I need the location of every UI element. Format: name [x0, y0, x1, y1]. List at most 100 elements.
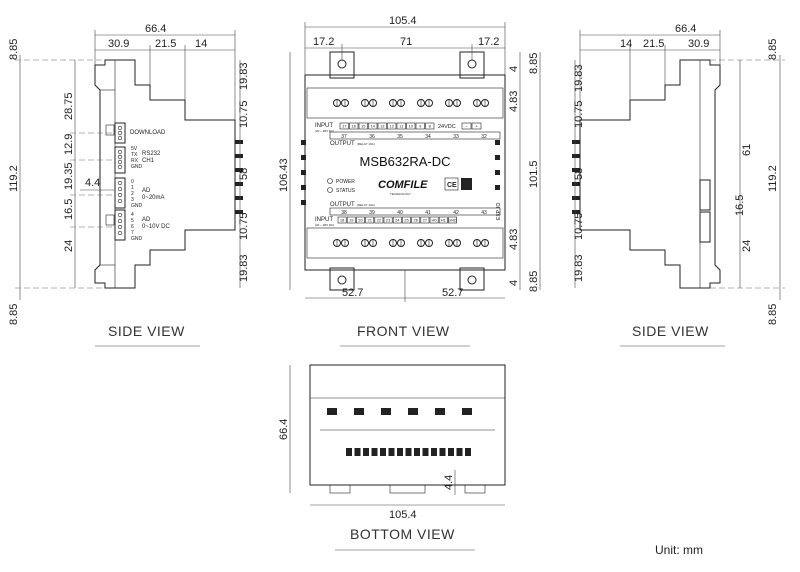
rs232-connector: [114, 146, 126, 174]
pin-label: 15: [361, 124, 366, 129]
relay-block: [435, 408, 445, 415]
dim-top-margin: 8.85: [767, 39, 779, 60]
terminal-block: [397, 448, 403, 456]
dim-h4: 16.5: [63, 199, 75, 220]
power-label: POWER: [336, 179, 355, 185]
dim-lower: 4.83: [508, 229, 520, 250]
relay-block: [354, 408, 364, 415]
dim-l5: 19.83: [573, 254, 585, 282]
bottom-body: [309, 364, 506, 486]
pin-label: 19: [349, 218, 354, 223]
dim-l1: 19.83: [573, 64, 585, 92]
terminal-block: [431, 448, 437, 456]
input-bottom-sub: (20 ~ 28V DC): [315, 223, 334, 227]
download-port: [114, 122, 126, 144]
pin-label: 4: [131, 212, 134, 218]
dim-bottom-margin: 8.85: [8, 304, 20, 325]
supply-label: 24VDC: [438, 124, 456, 130]
dim-l4: 10.75: [573, 212, 585, 240]
dim-r3: 58: [238, 168, 250, 180]
output-number: 40: [397, 210, 403, 216]
terminal-block: [422, 448, 429, 456]
dim-l2: 10.75: [573, 100, 585, 128]
dim-h3: 19.35: [63, 162, 75, 190]
pin-label: GND: [131, 203, 143, 209]
relay-block: [462, 408, 472, 415]
screw-terminals-top: [333, 99, 489, 107]
dim-width: 66.4: [675, 23, 696, 35]
dim-top-margin: 8.85: [8, 39, 20, 60]
bottom-view: 66.4 105.4 4.4 BOTTOM VIEW: [278, 364, 506, 551]
status-led: [327, 187, 333, 193]
right-side-outline: [579, 59, 721, 289]
dim-height: 119.2: [8, 165, 20, 192]
pin-label: 8: [429, 124, 432, 129]
pin-label: 25: [404, 218, 409, 223]
terminal-block: [439, 448, 446, 456]
relay-block: [327, 408, 337, 415]
screw-terminals-bottom: [333, 239, 489, 247]
dim-height: 66.4: [278, 419, 290, 440]
pin-label: 9: [419, 124, 422, 129]
pin-label: 5: [131, 218, 134, 224]
output-number: 43: [481, 210, 487, 216]
output-number: 36: [369, 134, 375, 140]
dim-width: 105.4: [389, 15, 417, 27]
output-number: 38: [341, 210, 347, 216]
ad1-label: AD: [142, 188, 151, 194]
pin-box: [339, 122, 349, 130]
output-bottom-label: OUTPUT: [330, 202, 355, 208]
pin-label: 27: [423, 218, 428, 223]
dim-r5: 19.83: [238, 254, 250, 282]
relay-row: [327, 408, 472, 415]
dim-h2: 12.9: [63, 134, 75, 155]
dim-height: 119.2: [767, 165, 779, 192]
view-title-front: FRONT VIEW: [357, 323, 450, 339]
output-number: 41: [425, 210, 431, 216]
pin-label: 18: [340, 218, 345, 223]
dim-16-5: 16.5: [734, 195, 746, 216]
pin-label: 21: [367, 218, 372, 223]
pin-box: [392, 216, 402, 224]
dim-bottom-margin: 8.85: [767, 304, 779, 325]
dim-right: 17.2: [478, 36, 499, 48]
dim-l3: 58: [573, 168, 585, 180]
output-number: 33: [453, 134, 459, 140]
pin-box: [383, 216, 393, 224]
pin-label: H0: [432, 218, 438, 223]
output-number: 34: [425, 134, 431, 140]
terminal-block: [405, 448, 412, 456]
unit-label: Unit: mm: [655, 543, 703, 557]
pin-label: 2: [131, 191, 134, 197]
terminal-block: [388, 448, 395, 456]
input-top-label: INPUT: [315, 123, 333, 129]
dim-24: 24: [741, 240, 753, 252]
terminal-block: [448, 448, 454, 456]
model-name: MSB632RA-DC: [359, 154, 450, 169]
dim-upper: 4.83: [508, 91, 520, 112]
pin-label: 11: [399, 124, 404, 129]
pin-box: [448, 216, 457, 224]
dim-w2: 21.5: [643, 38, 664, 50]
dim-61: 61: [741, 144, 753, 156]
relay-block: [381, 408, 391, 415]
pin-box: [425, 122, 435, 130]
pin-label: GND: [131, 236, 143, 242]
pin-label: +: [475, 124, 478, 129]
left-side-view: DOWNLOAD 5V TX RX GND RS232 CH1 0 1 2 3 …: [8, 23, 250, 347]
pin-label: 24: [395, 218, 400, 223]
pin-label: 1: [131, 185, 134, 191]
dim-half-left: 52.7: [342, 287, 363, 299]
pin-box: [337, 216, 347, 224]
pin-label: GND: [448, 218, 457, 223]
pin-label: 20: [358, 218, 363, 223]
dim-half-right: 52.7: [442, 287, 463, 299]
ad2-connector: [114, 209, 126, 241]
pin-box: [346, 216, 356, 224]
dim-w2: 21.5: [155, 38, 176, 50]
dim-bottom-gap: 4: [508, 280, 520, 286]
